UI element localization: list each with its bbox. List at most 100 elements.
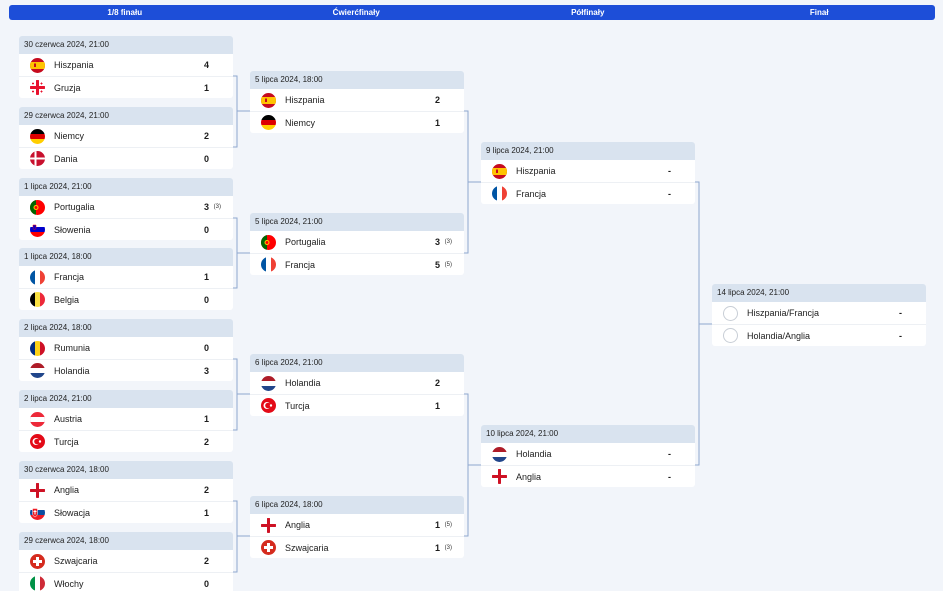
flag-be-icon — [30, 292, 45, 307]
team-name: Rumunia — [54, 343, 91, 353]
team-name: Francja — [285, 259, 316, 270]
bracket-connector — [233, 500, 250, 573]
match-date: 30 czerwca 2024, 18:00 — [19, 461, 233, 479]
match-date: 6 lipca 2024, 21:00 — [250, 354, 464, 372]
match-date: 29 czerwca 2024, 21:00 — [19, 107, 233, 125]
team-score: 2 — [203, 436, 209, 447]
match-date: 10 lipca 2024, 21:00 — [481, 425, 695, 443]
team-name: Anglia — [516, 471, 542, 482]
team-row[interactable]: Holandia- — [481, 443, 695, 465]
team-score: - — [668, 188, 671, 199]
flag-nl-icon — [30, 363, 45, 378]
team-row[interactable]: Szwajcaria 2 — [19, 550, 233, 572]
team-name: Włochy — [54, 578, 84, 589]
flag-nl-icon — [492, 446, 507, 462]
team-name: Holandia — [285, 378, 321, 388]
team-name: Portugalia — [285, 237, 326, 247]
team-row[interactable]: Słowacja 1 — [19, 501, 233, 523]
team-score: 1 — [203, 507, 209, 518]
stage-quarter-finals[interactable]: Ćwierćfinały — [332, 8, 380, 17]
team-row[interactable]: Rumunia 0 — [19, 337, 233, 359]
team-row[interactable]: Francja - — [481, 182, 695, 204]
team-score: 5 — [434, 259, 440, 270]
team-name: Austria — [54, 414, 83, 424]
team-row[interactable]: Hiszpania/Francja- — [712, 302, 926, 324]
team-name: Niemcy — [285, 117, 316, 128]
stage-round-of-16[interactable]: 1/8 finału — [107, 8, 143, 17]
team-name: Turcja — [285, 400, 310, 411]
placeholder-flag-icon — [723, 328, 738, 343]
flag-ch-icon — [30, 553, 45, 569]
team-name: Słowacja — [54, 507, 91, 518]
team-score: 0 — [203, 343, 209, 353]
flag-it-icon — [30, 576, 45, 591]
team-score: 2 — [203, 131, 209, 141]
team-name: Szwajcaria — [54, 556, 98, 566]
bracket-connector — [695, 181, 712, 466]
team-row[interactable]: Włochy 0 — [19, 572, 233, 591]
bracket-connector — [464, 110, 481, 254]
flag-ch-icon — [261, 540, 276, 555]
stage-semi-finals[interactable]: Półfinały — [571, 8, 605, 17]
flag-at-icon — [30, 411, 45, 427]
team-name: Holandia/Anglia — [747, 330, 811, 341]
team-score: 2 — [203, 485, 209, 495]
flag-ro-icon — [30, 340, 45, 356]
team-score: 2 — [203, 556, 209, 566]
team-score: 4 — [203, 60, 209, 70]
team-name: Hiszpania — [516, 166, 556, 176]
team-row[interactable]: Holandia/Anglia- — [712, 324, 926, 346]
stage-header-bar: 1/8 finału Ćwierćfinały Półfinały Finał — [9, 5, 935, 20]
flag-ge-icon — [30, 80, 45, 95]
stage-final[interactable]: Finał — [809, 8, 829, 17]
flag-fr-icon — [261, 257, 276, 272]
team-score: 0 — [203, 578, 209, 589]
team-row[interactable]: Hiszpania 4 — [19, 54, 233, 76]
team-name: Anglia — [285, 520, 311, 530]
team-name: Francja — [516, 188, 547, 199]
bracket-connector — [233, 358, 250, 431]
flag-en-icon — [30, 482, 45, 498]
flag-de-icon — [261, 115, 276, 130]
bracket-connector — [233, 217, 250, 289]
flag-tr-icon — [30, 434, 45, 449]
team-row[interactable]: Anglia- — [481, 465, 695, 487]
team-row[interactable]: Hiszpania- — [481, 160, 695, 182]
team-name: Hiszpania — [54, 60, 94, 70]
team-score: 2 — [434, 95, 440, 105]
